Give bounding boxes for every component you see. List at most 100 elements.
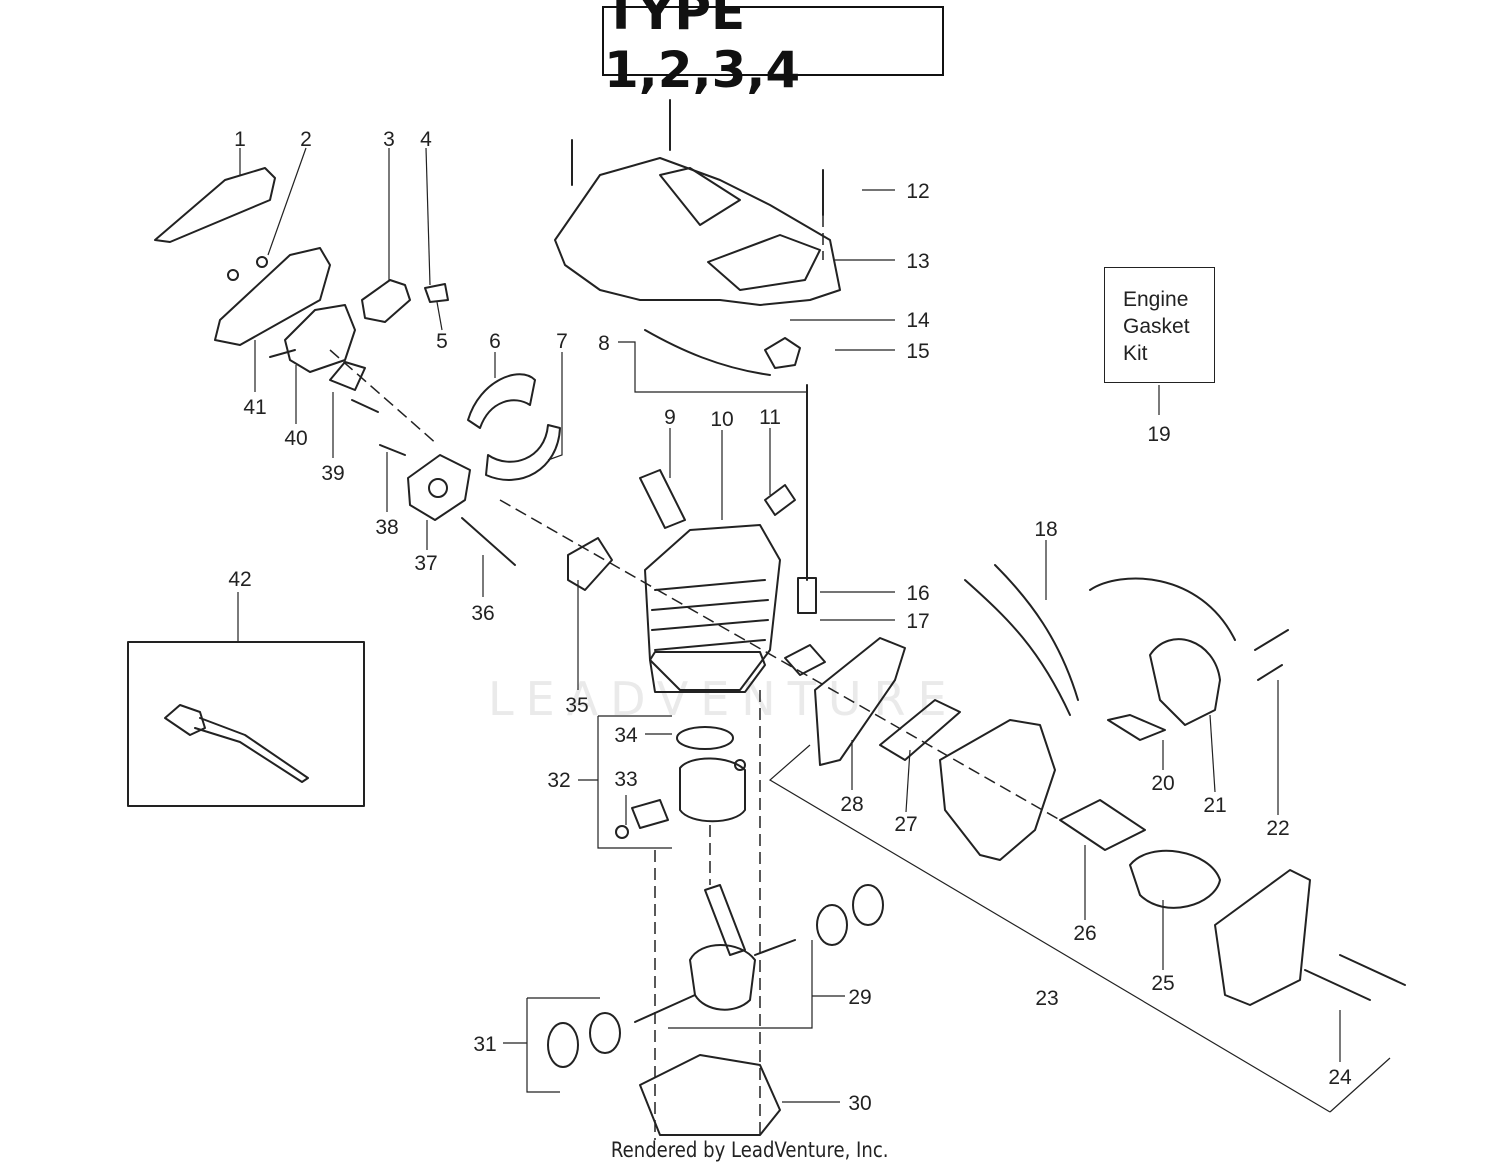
top-cover-panel (707, 234, 821, 291)
piston-pin (631, 799, 669, 829)
ignition-lead (1089, 577, 1236, 641)
intake-adapter (407, 454, 471, 521)
engine-gasket-kit-box: Engine Gasket Kit (1104, 267, 1215, 383)
bolt-38a (351, 399, 379, 413)
leader-29 (668, 940, 845, 1029)
pin-clip-2 (734, 759, 746, 771)
spark-screen (1129, 849, 1221, 909)
callout-39: 39 (321, 462, 344, 485)
screw-2a (227, 269, 239, 281)
ignition-module (1149, 638, 1221, 726)
callout-33: 33 (614, 768, 637, 791)
callout-15: 15 (906, 340, 929, 363)
wire-b (994, 564, 1079, 701)
leader-23 (768, 744, 1391, 1113)
screw-2b (256, 256, 268, 268)
callout-1: 1 (234, 128, 246, 151)
callout-25: 25 (1151, 972, 1174, 995)
leader-7 (547, 352, 563, 461)
cylinder (644, 524, 781, 691)
choke-knob (361, 279, 411, 323)
callout-8: 8 (598, 332, 610, 355)
cylinder-gasket (567, 537, 613, 591)
callout-4: 4 (420, 128, 432, 151)
callout-41: 41 (243, 396, 266, 419)
leader-27 (905, 749, 911, 813)
callout-14: 14 (906, 309, 930, 332)
clamp-7 (485, 424, 561, 481)
callout-37: 37 (414, 552, 437, 575)
muffler-body (939, 719, 1056, 861)
leader-5 (436, 301, 443, 331)
callout-23: 23 (1035, 987, 1058, 1010)
carb-adjust-screw (269, 349, 296, 358)
callout-42: 42 (228, 568, 251, 591)
leader-2 (267, 147, 307, 256)
top-cover (554, 157, 841, 306)
callout-32: 32 (547, 769, 570, 792)
bolt-38b (379, 444, 406, 456)
retaining-clip (424, 283, 449, 303)
kit-line-3: Kit (1123, 342, 1148, 365)
callout-7: 7 (556, 330, 568, 353)
leader-4 (425, 147, 431, 286)
crank-shaft-right (754, 939, 796, 956)
intake-port (428, 478, 448, 498)
callout-22: 22 (1266, 817, 1289, 840)
carburetor (284, 304, 356, 373)
bracket-14 (764, 337, 801, 369)
tool-box (127, 641, 365, 807)
dashed-line-intake (329, 349, 439, 446)
muffler-gasket (879, 699, 961, 761)
air-filter-pad (154, 167, 276, 243)
fuel-line (644, 329, 771, 376)
wire-a (964, 579, 1071, 716)
cooling-fins (651, 579, 769, 651)
bolt-24a (1339, 954, 1406, 986)
bolt-24b (1304, 969, 1371, 1001)
spark-boot (764, 484, 796, 516)
callout-18: 18 (1034, 518, 1057, 541)
callout-17: 17 (906, 610, 929, 633)
air-box-cover (214, 247, 331, 346)
callout-3: 3 (383, 128, 395, 151)
kit-line-1: Engine (1123, 288, 1189, 311)
callout-21: 21 (1203, 794, 1226, 817)
connecting-rod (704, 884, 746, 956)
callout-9: 9 (664, 406, 676, 429)
screw-22a (1254, 629, 1289, 651)
callout-31: 31 (473, 1033, 496, 1056)
baffle (1059, 799, 1146, 851)
crankcase (639, 1054, 781, 1136)
piston (679, 757, 746, 823)
callout-16: 16 (906, 582, 929, 605)
muffler-cover (1214, 869, 1311, 1006)
fuel-filter (797, 577, 817, 614)
scrench-handle (194, 717, 309, 783)
leader-32 (578, 715, 672, 849)
callout-12: 12 (906, 180, 929, 203)
callout-19: 19 (1147, 423, 1170, 446)
ground-clip (1107, 714, 1166, 741)
callout-10: 10 (710, 408, 733, 431)
callout-13: 13 (906, 250, 929, 273)
leader-8 (618, 341, 808, 393)
carb-gasket (329, 361, 366, 391)
callout-34: 34 (614, 724, 638, 747)
long-bolt-36 (461, 517, 516, 566)
seal-31a (547, 1022, 579, 1068)
bearing-29a (816, 904, 848, 946)
bearing-31b (589, 1012, 621, 1054)
callout-6: 6 (489, 330, 501, 353)
screw-22b (1257, 664, 1283, 681)
callout-36: 36 (471, 602, 494, 625)
muffler-plate (814, 637, 906, 766)
piston-ring (676, 726, 734, 750)
spark-plug (639, 469, 686, 529)
kit-line-2: Gasket (1123, 315, 1190, 338)
crankshaft-web (689, 944, 756, 1011)
callout-40: 40 (284, 427, 307, 450)
leader-31 (503, 997, 600, 1093)
cylinder-base (649, 651, 766, 693)
callout-20: 20 (1151, 772, 1174, 795)
